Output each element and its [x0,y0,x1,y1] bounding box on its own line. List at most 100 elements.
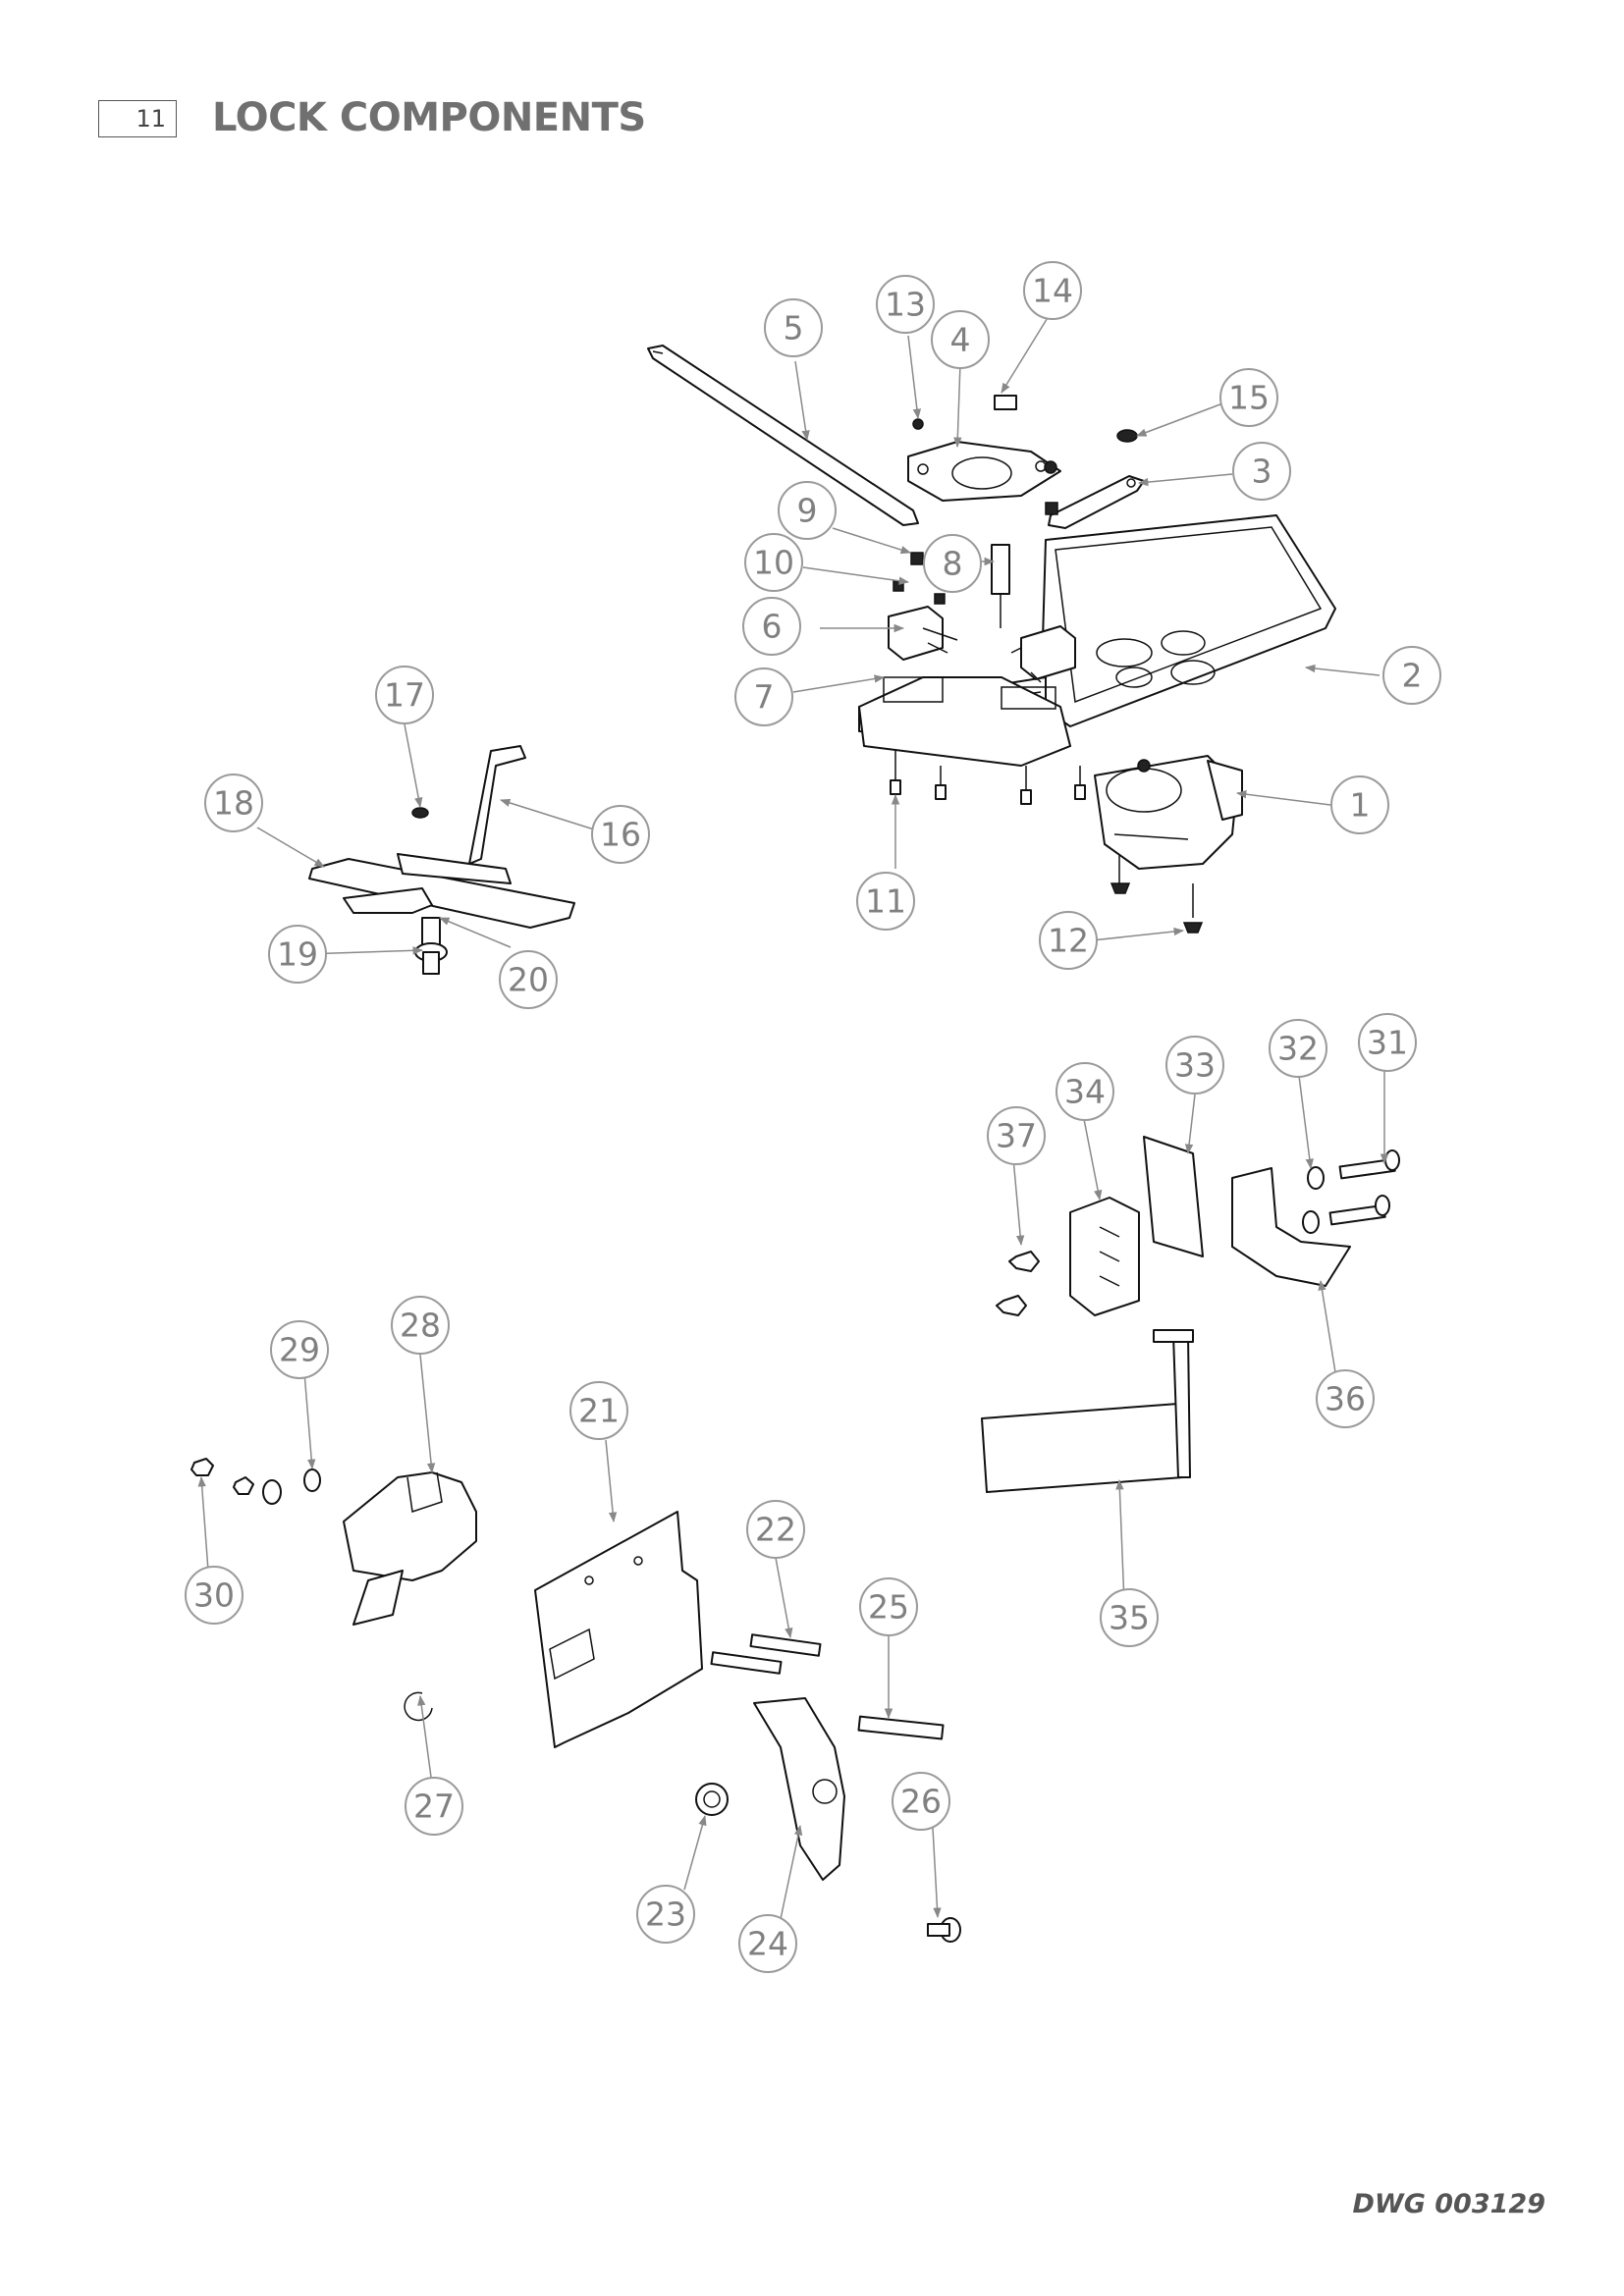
svg-text:8: 8 [943,545,963,583]
callout-22: 22 [746,1500,805,1559]
callout-15: 15 [1219,368,1278,427]
svg-text:30: 30 [193,1576,235,1615]
svg-text:13: 13 [885,286,926,324]
callout-36: 36 [1316,1369,1375,1428]
svg-text:28: 28 [400,1307,441,1345]
part-37-nuts [996,1251,1040,1316]
svg-text:35: 35 [1109,1599,1150,1637]
svg-text:24: 24 [747,1925,788,1963]
callout-1: 1 [1330,775,1389,834]
svg-text:27: 27 [413,1788,455,1826]
svg-text:19: 19 [277,935,318,974]
svg-text:29: 29 [279,1331,320,1369]
callout-37: 37 [987,1106,1046,1165]
part-30-nut [190,1458,214,1476]
callout-21: 21 [569,1381,628,1440]
callout-19: 19 [268,925,327,984]
svg-text:21: 21 [578,1392,620,1430]
callout-35: 35 [1100,1588,1159,1647]
part-23-bushing [695,1783,729,1816]
callout-4: 4 [931,310,990,369]
part-21-latch-plate [534,1511,703,1748]
svg-text:9: 9 [797,492,818,530]
callout-7: 7 [734,667,793,726]
callout-14: 14 [1023,261,1082,320]
svg-text:18: 18 [213,784,254,823]
callout-30: 30 [185,1566,244,1625]
svg-text:4: 4 [950,321,971,359]
callout-16: 16 [591,805,650,864]
page-number: 11 [98,100,177,137]
lock-left-assembly [308,745,575,975]
part-1-motor [1094,755,1243,934]
callout-11: 11 [856,872,915,931]
callout-6: 6 [742,597,801,656]
svg-text:7: 7 [754,678,775,717]
part-11-screws [890,751,1086,805]
svg-text:20: 20 [508,961,549,999]
part-36-bracket [1231,1167,1351,1287]
callout-29: 29 [270,1320,329,1379]
svg-text:36: 36 [1325,1380,1366,1418]
callout-10: 10 [744,533,803,592]
svg-text:16: 16 [600,816,641,854]
part-34-switch [1069,1197,1140,1316]
svg-text:10: 10 [753,544,794,582]
part-16-arm [468,745,526,865]
svg-text:5: 5 [784,309,804,347]
svg-text:14: 14 [1032,272,1073,310]
svg-text:31: 31 [1367,1024,1408,1062]
callout-28: 28 [391,1296,450,1355]
svg-text:26: 26 [900,1783,942,1821]
lock-latch-assembly [190,1458,961,1943]
callout-27: 27 [405,1777,463,1836]
callout-17: 17 [375,666,434,724]
callout-20: 20 [499,950,558,1009]
part-6-micro-switch [888,606,1076,683]
part-19-stud [414,917,448,975]
part-29-nuts-washers [233,1468,321,1505]
svg-text:33: 33 [1174,1046,1216,1085]
part-22-bolts [710,1633,822,1675]
svg-text:3: 3 [1252,453,1272,491]
svg-text:32: 32 [1277,1030,1319,1068]
part-33-insulator [1143,1136,1204,1257]
lock-switch-assembly [981,1136,1400,1493]
part-26-screw [927,1917,961,1943]
part-17-clip [411,807,429,819]
callout-33: 33 [1165,1036,1224,1095]
svg-text:22: 22 [755,1511,796,1549]
part-5-link-rod [647,345,919,526]
svg-text:23: 23 [645,1896,686,1934]
part-8-pin [991,544,1010,628]
svg-text:17: 17 [384,676,425,715]
part-31-screws [1328,1149,1400,1226]
svg-text:34: 34 [1064,1073,1106,1111]
lock-top-assembly [647,345,1336,934]
callout-31: 31 [1358,1013,1417,1072]
page-title: LOCK COMPONENTS [212,95,646,140]
callout-12: 12 [1039,911,1098,970]
part-7-switch-plate [858,676,1071,767]
callout-3: 3 [1232,442,1291,501]
part-32-washers [1302,1166,1325,1234]
svg-text:25: 25 [868,1588,909,1627]
callout-5: 5 [764,298,823,357]
callout-25: 25 [859,1577,918,1636]
svg-text:1: 1 [1350,786,1371,825]
callout-34: 34 [1056,1062,1114,1121]
part-25-pin [857,1715,945,1740]
callout-8: 8 [923,534,982,593]
svg-text:12: 12 [1048,922,1089,960]
callout-24: 24 [738,1914,797,1973]
callout-32: 32 [1269,1019,1327,1078]
callout-9: 9 [778,481,837,540]
part-3-lever [1048,475,1145,529]
drawing-number: DWG 003129 [1352,2189,1545,2219]
small-fasteners [893,395,1138,605]
svg-text:6: 6 [762,608,783,646]
part-24-latch-hook [753,1697,845,1881]
leader-lines [197,315,1389,1920]
part-18-slide-plate [308,858,575,929]
